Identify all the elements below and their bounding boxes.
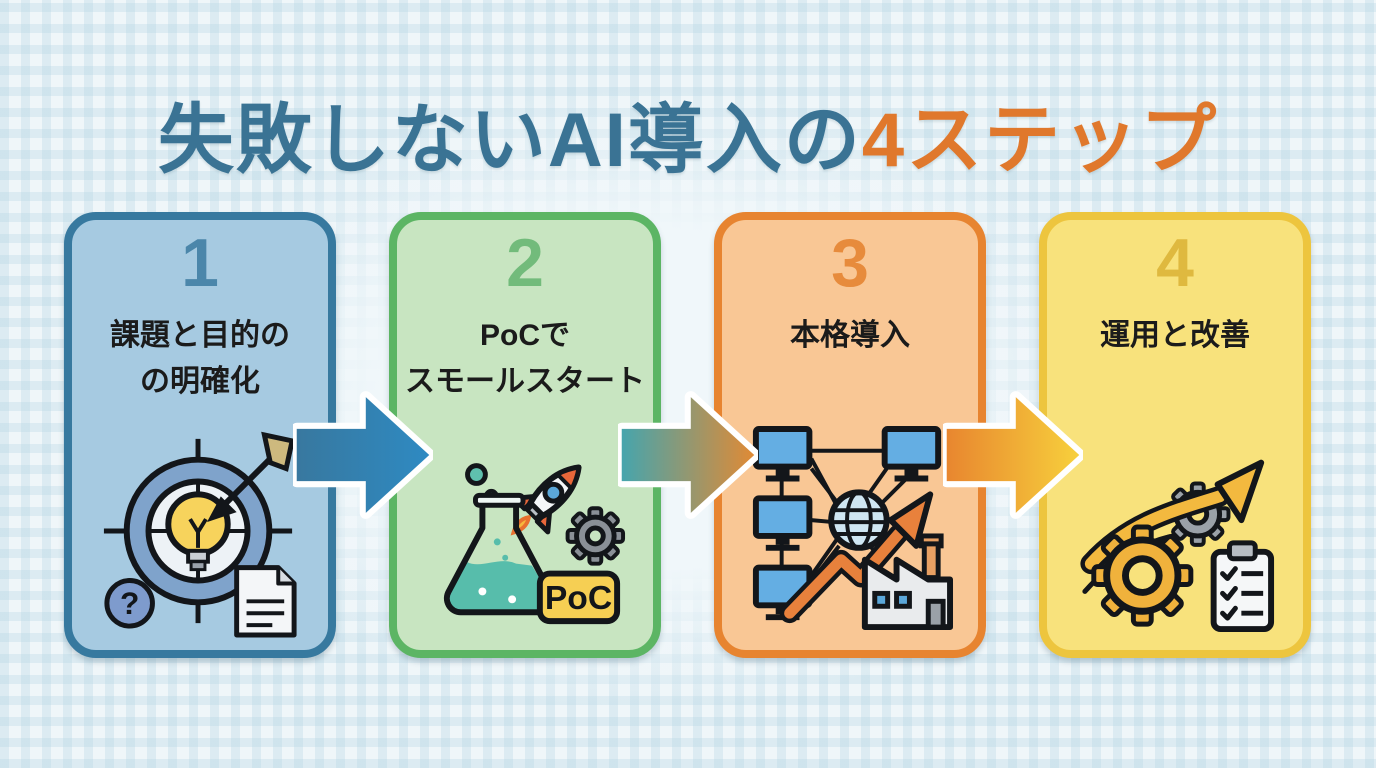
gear-icon <box>565 506 626 566</box>
factory-icon <box>861 533 954 631</box>
monitor-icon <box>752 426 813 482</box>
step-number: 1 <box>181 225 219 301</box>
title-highlight-text: 4ステップ <box>861 97 1219 183</box>
step-label: 運用と改善 <box>1100 313 1250 360</box>
question-mark-glyph: ? <box>120 585 139 621</box>
growth-arrow-icon <box>779 491 934 624</box>
poc-badge-label: PoC <box>545 580 612 617</box>
step-card-3: 3 本格導入 <box>714 212 986 658</box>
poc-badge <box>536 570 621 625</box>
step-label: 課題と目的の の明確化 <box>110 313 290 406</box>
flow-arrow-3 <box>943 388 1083 522</box>
step-label-line: の明確化 <box>140 365 260 399</box>
step-label-line: スモールスタート <box>405 365 645 399</box>
steps-row: 1 課題と目的の の明確化 ? <box>64 212 1311 658</box>
step-number: 2 <box>506 225 544 301</box>
step-number: 3 <box>831 225 869 301</box>
network-deployment-icon <box>752 426 954 631</box>
step-label-line: 運用と改善 <box>1100 318 1250 352</box>
checklist-icon <box>1210 540 1275 633</box>
step-label: PoCで スモールスタート <box>405 313 645 406</box>
step-label: 本格導入 <box>790 313 910 360</box>
gears-improvement-icon <box>1080 459 1275 633</box>
monitor-icon <box>881 426 942 482</box>
step-card-1: 1 課題と目的の の明確化 ? <box>64 212 336 658</box>
step-label-line: 本格導入 <box>790 318 910 352</box>
step-label-line: PoCで <box>480 318 570 352</box>
page-title: 失敗しないAI導入の4ステップ <box>0 99 1376 183</box>
rocket-flask-poc-icon: PoC <box>443 463 626 625</box>
step-number: 4 <box>1156 225 1194 301</box>
step-card-4: 4 運用と改善 <box>1039 212 1311 658</box>
title-main-text: 失敗しないAI導入の <box>157 97 862 183</box>
step-label-line: 課題と目的の <box>110 318 290 352</box>
gear-icon <box>1091 524 1194 627</box>
monitor-icon <box>752 495 813 551</box>
target-lightbulb-icon: ? <box>103 431 297 638</box>
flow-arrow-1 <box>293 388 433 522</box>
flow-arrow-2 <box>618 388 758 522</box>
